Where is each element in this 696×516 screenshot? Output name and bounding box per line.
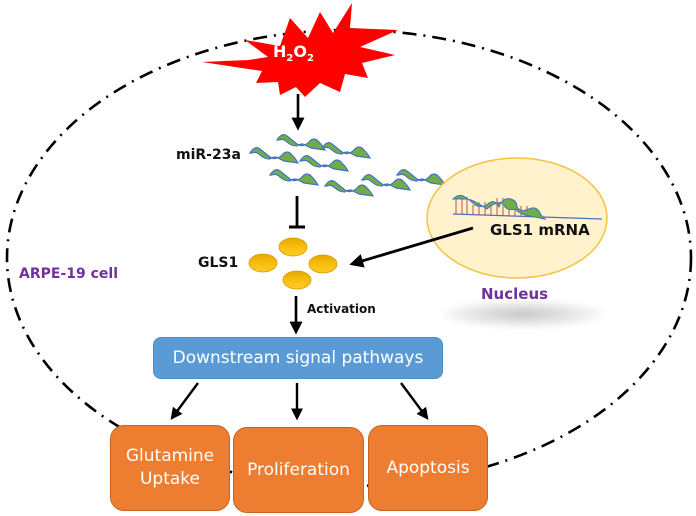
activation-label: Activation: [307, 302, 376, 316]
mirna-molecules: [248, 134, 447, 197]
nucleus: [426, 157, 608, 279]
outcome-proliferation: Proliferation: [233, 427, 364, 513]
mirna-strand-icon: [395, 169, 447, 186]
outcome-label-line2: Uptake: [139, 469, 200, 489]
arrow-mrna-to-gls1: [349, 226, 474, 268]
mirna-strand-icon: [248, 147, 300, 164]
cell-label: ARPE-19 cell: [19, 266, 118, 282]
outcome-apoptosis: Apoptosis: [368, 425, 488, 511]
h2o2-label: H2O2: [273, 42, 314, 64]
downstream-pathways-label: Downstream signal pathways: [172, 348, 424, 368]
mirna-strand-icon: [320, 142, 372, 159]
h2o2-sub1: 2: [286, 53, 294, 65]
outcome-label: Apoptosis: [386, 457, 470, 478]
mirna-strand-icon: [275, 134, 327, 151]
h2o2-h: H: [273, 42, 287, 61]
gls1-mrna-strand: [451, 194, 603, 220]
downstream-pathways-box: Downstream signal pathways: [153, 337, 443, 379]
outcome-label-line1: Glutamine: [125, 446, 215, 467]
h2o2-sub2: 2: [306, 53, 314, 65]
outcome-glutamine-uptake: Glutamine Uptake: [110, 425, 230, 511]
cell-membrane: [5, 28, 693, 488]
nucleus-label: Nucleus: [481, 285, 549, 303]
arrow-to-apoptosis: [400, 382, 429, 420]
mirna-strand-icon: [268, 169, 320, 186]
gls1-protein-icon: [248, 237, 338, 290]
mrna-label: GLS1 mRNA: [490, 221, 590, 239]
mirna-label: miR-23a: [176, 147, 241, 163]
h2o2-o: O: [293, 42, 307, 61]
gls1-label: GLS1: [198, 255, 239, 271]
nucleus-shadow: [440, 300, 605, 328]
mirna-strand-icon: [360, 174, 412, 191]
h2o2-starburst-icon: [202, 3, 398, 97]
mirna-strand-icon: [298, 155, 350, 172]
mirna-strand-icon: [323, 180, 375, 197]
outcome-label: Proliferation: [247, 459, 350, 480]
arrow-to-glutamine: [170, 382, 199, 420]
